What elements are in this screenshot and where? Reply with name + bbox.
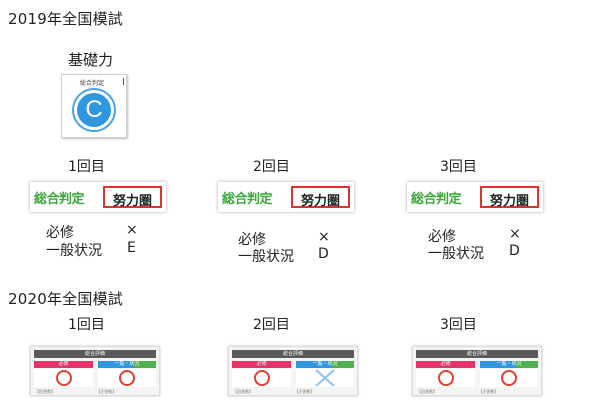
circle-mark-icon <box>56 370 72 386</box>
eval-right-cell <box>98 369 156 387</box>
row2-label-2019-2: 一般状況 <box>238 249 294 265</box>
row1-label-2019-2: 必修 <box>238 232 266 248</box>
eval-right-cell <box>480 369 538 387</box>
attempt-label-2020-2: 2回目 <box>253 317 290 333</box>
eval-left-head: 必修 <box>34 361 93 368</box>
eval-right-cell <box>296 369 354 387</box>
section-title-2019: 2019年全国模試 <box>8 10 123 28</box>
row2-mark-2019-3: D <box>509 243 520 259</box>
judge-label: 総合判定 <box>34 192 85 207</box>
eval-foot: 【回答数】 【正答数】 <box>35 389 157 395</box>
judge-card-2019-1: 総合判定 努力圏 <box>30 182 166 212</box>
eval-foot-right: 【正答数】 <box>96 389 117 394</box>
judge-value-box: 努力圏 <box>480 186 539 209</box>
row2-mark-2019-1: E <box>127 240 136 256</box>
judge-value: 努力圏 <box>112 194 152 209</box>
circle-mark-icon <box>119 370 135 386</box>
circle-mark-icon <box>254 370 270 386</box>
eval-right-head: 一般・状況 <box>296 361 354 368</box>
eval-foot: 【回答数】 【正答数】 <box>233 389 355 395</box>
base-grade: C <box>77 93 111 127</box>
row2-mark-2019-2: D <box>318 246 329 262</box>
section-title-2020: 2020年全国模試 <box>8 290 123 308</box>
attempt-label-2019-3: 3回目 <box>440 159 477 175</box>
eval-card-2020-1: 総合評価 必修 一般・状況 【回答数】 【正答数】 <box>30 346 160 396</box>
base-card: 総合判定 C <box>61 74 127 138</box>
eval-card-title: 総合評価 <box>232 350 354 358</box>
eval-right-head: 一般・状況 <box>480 361 538 368</box>
judge-value-box: 努力圏 <box>291 186 350 209</box>
eval-foot-left: 【回答数】 <box>35 389 55 394</box>
row2-label-2019-1: 一般状況 <box>46 243 102 259</box>
eval-left-cell <box>232 369 291 387</box>
judge-value-box: 努力圏 <box>103 186 162 209</box>
eval-right-head: 一般・状況 <box>98 361 156 368</box>
base-card-mark <box>123 78 124 85</box>
eval-left-cell <box>416 369 475 387</box>
attempt-label-2020-3: 3回目 <box>440 317 477 333</box>
eval-foot-left: 【回答数】 <box>233 389 253 394</box>
row2-label-2019-3: 一般状況 <box>428 246 484 262</box>
eval-card-2020-2: 総合評価 必修 一般・状況 【回答数】 【正答数】 <box>228 346 358 396</box>
eval-card-title: 総合評価 <box>34 350 156 358</box>
row1-mark-2019-3: × <box>509 226 521 242</box>
eval-left-head: 必修 <box>232 361 291 368</box>
attempt-label-2019-2: 2回目 <box>253 159 290 175</box>
circle-mark-icon <box>438 370 454 386</box>
eval-left-cell <box>34 369 93 387</box>
row1-label-2019-3: 必修 <box>428 229 456 245</box>
eval-card-title: 総合評価 <box>416 350 538 358</box>
grade-c-circle-icon: C <box>72 88 116 132</box>
cross-mark-icon <box>315 369 335 387</box>
judge-label: 総合判定 <box>411 192 462 207</box>
judge-value: 努力圏 <box>489 194 529 209</box>
attempt-label-2019-1: 1回目 <box>68 159 105 175</box>
judge-card-2019-3: 総合判定 努力圏 <box>407 182 543 212</box>
eval-foot: 【回答数】 【正答数】 <box>417 389 539 395</box>
judge-value: 努力圏 <box>300 194 340 209</box>
judge-card-2019-2: 総合判定 努力圏 <box>218 182 354 212</box>
judge-label: 総合判定 <box>222 192 273 207</box>
eval-foot-left: 【回答数】 <box>417 389 437 394</box>
circle-mark-icon <box>501 370 517 386</box>
eval-left-head: 必修 <box>416 361 475 368</box>
row1-mark-2019-1: × <box>126 222 138 238</box>
eval-foot-right: 【正答数】 <box>478 389 499 394</box>
row1-label-2019-1: 必修 <box>46 225 74 241</box>
attempt-label-2020-1: 1回目 <box>68 317 105 333</box>
eval-card-2020-3: 総合評価 必修 一般・状況 【回答数】 【正答数】 <box>412 346 542 396</box>
row1-mark-2019-2: × <box>318 229 330 245</box>
base-label: 基礎力 <box>68 51 114 69</box>
eval-foot-right: 【正答数】 <box>294 389 315 394</box>
base-card-label: 総合判定 <box>79 80 104 87</box>
